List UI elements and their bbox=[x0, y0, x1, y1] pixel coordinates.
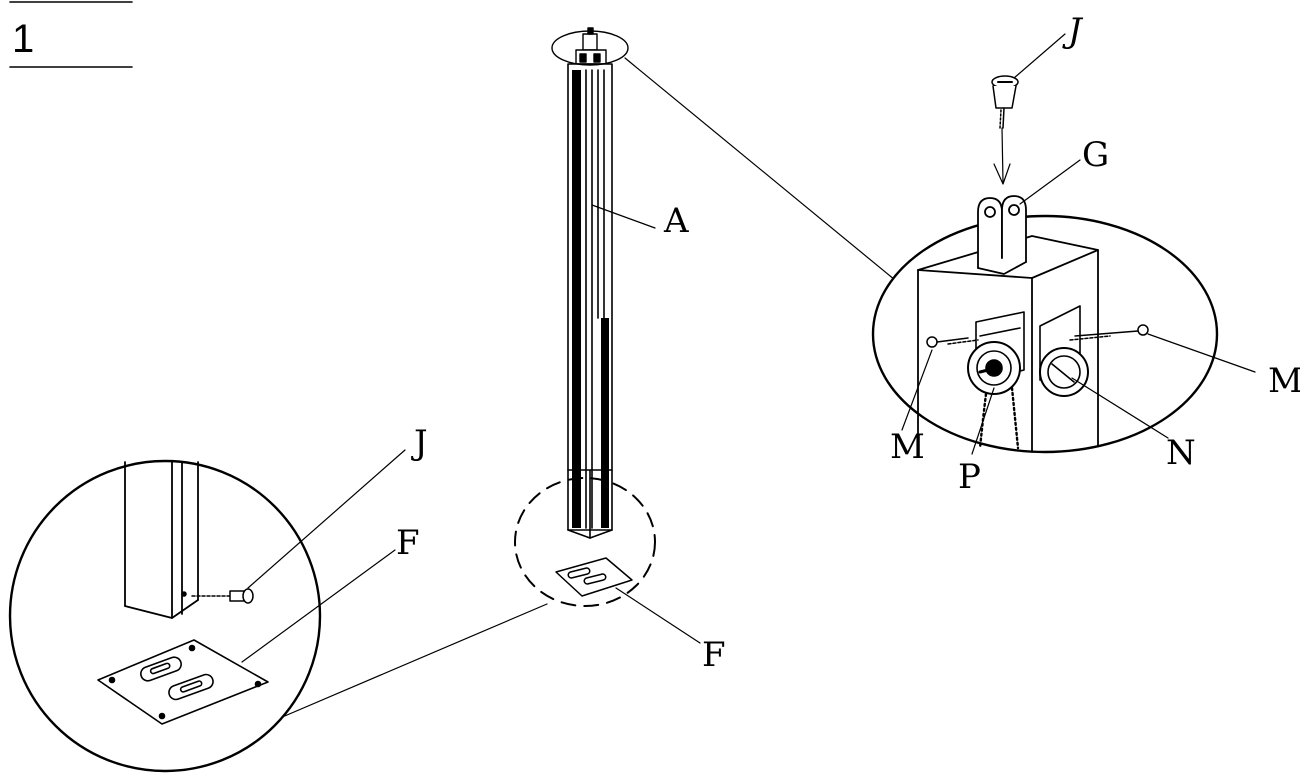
right-pulley-assembly bbox=[1039, 305, 1089, 397]
callout-p: P bbox=[958, 457, 981, 497]
u-bracket bbox=[977, 195, 1027, 275]
top-detail-marker bbox=[551, 30, 629, 66]
callout-n: N bbox=[1166, 433, 1196, 473]
step-header: 1 bbox=[9, 1, 133, 68]
callout-g: G bbox=[1082, 135, 1109, 175]
callout-m-right: M bbox=[1268, 361, 1300, 401]
base-plate-small bbox=[555, 557, 633, 597]
callout-j-bottom: J bbox=[411, 423, 428, 463]
bottom-detail-marker bbox=[514, 477, 656, 607]
step-number: 1 bbox=[12, 17, 34, 61]
post-assembly bbox=[514, 27, 656, 607]
callout-f-detail: F bbox=[396, 523, 420, 563]
callout-j-top: J bbox=[1062, 11, 1084, 51]
callout-a: A bbox=[663, 201, 689, 241]
bottom-screw bbox=[181, 588, 254, 604]
bottom-detail-leader bbox=[279, 603, 548, 719]
top-screw-j bbox=[991, 75, 1019, 185]
post-bottom bbox=[124, 461, 199, 619]
right-screw bbox=[1069, 324, 1149, 341]
base-plate-large bbox=[97, 639, 269, 725]
callout-labels: A J G M P N M J F F bbox=[396, 11, 1300, 675]
left-pulley-assembly bbox=[967, 311, 1025, 450]
callout-m-left: M bbox=[890, 427, 925, 467]
top-bracket-small bbox=[575, 27, 607, 65]
insertion-arrow bbox=[1001, 127, 1004, 183]
callout-leaders bbox=[241, 33, 1256, 663]
left-screw bbox=[926, 336, 979, 348]
callout-f-main: F bbox=[702, 635, 726, 675]
top-detail-view bbox=[871, 195, 1219, 454]
bottom-detail-view bbox=[8, 459, 322, 773]
post-body bbox=[567, 63, 613, 539]
top-detail-leader bbox=[624, 57, 896, 281]
